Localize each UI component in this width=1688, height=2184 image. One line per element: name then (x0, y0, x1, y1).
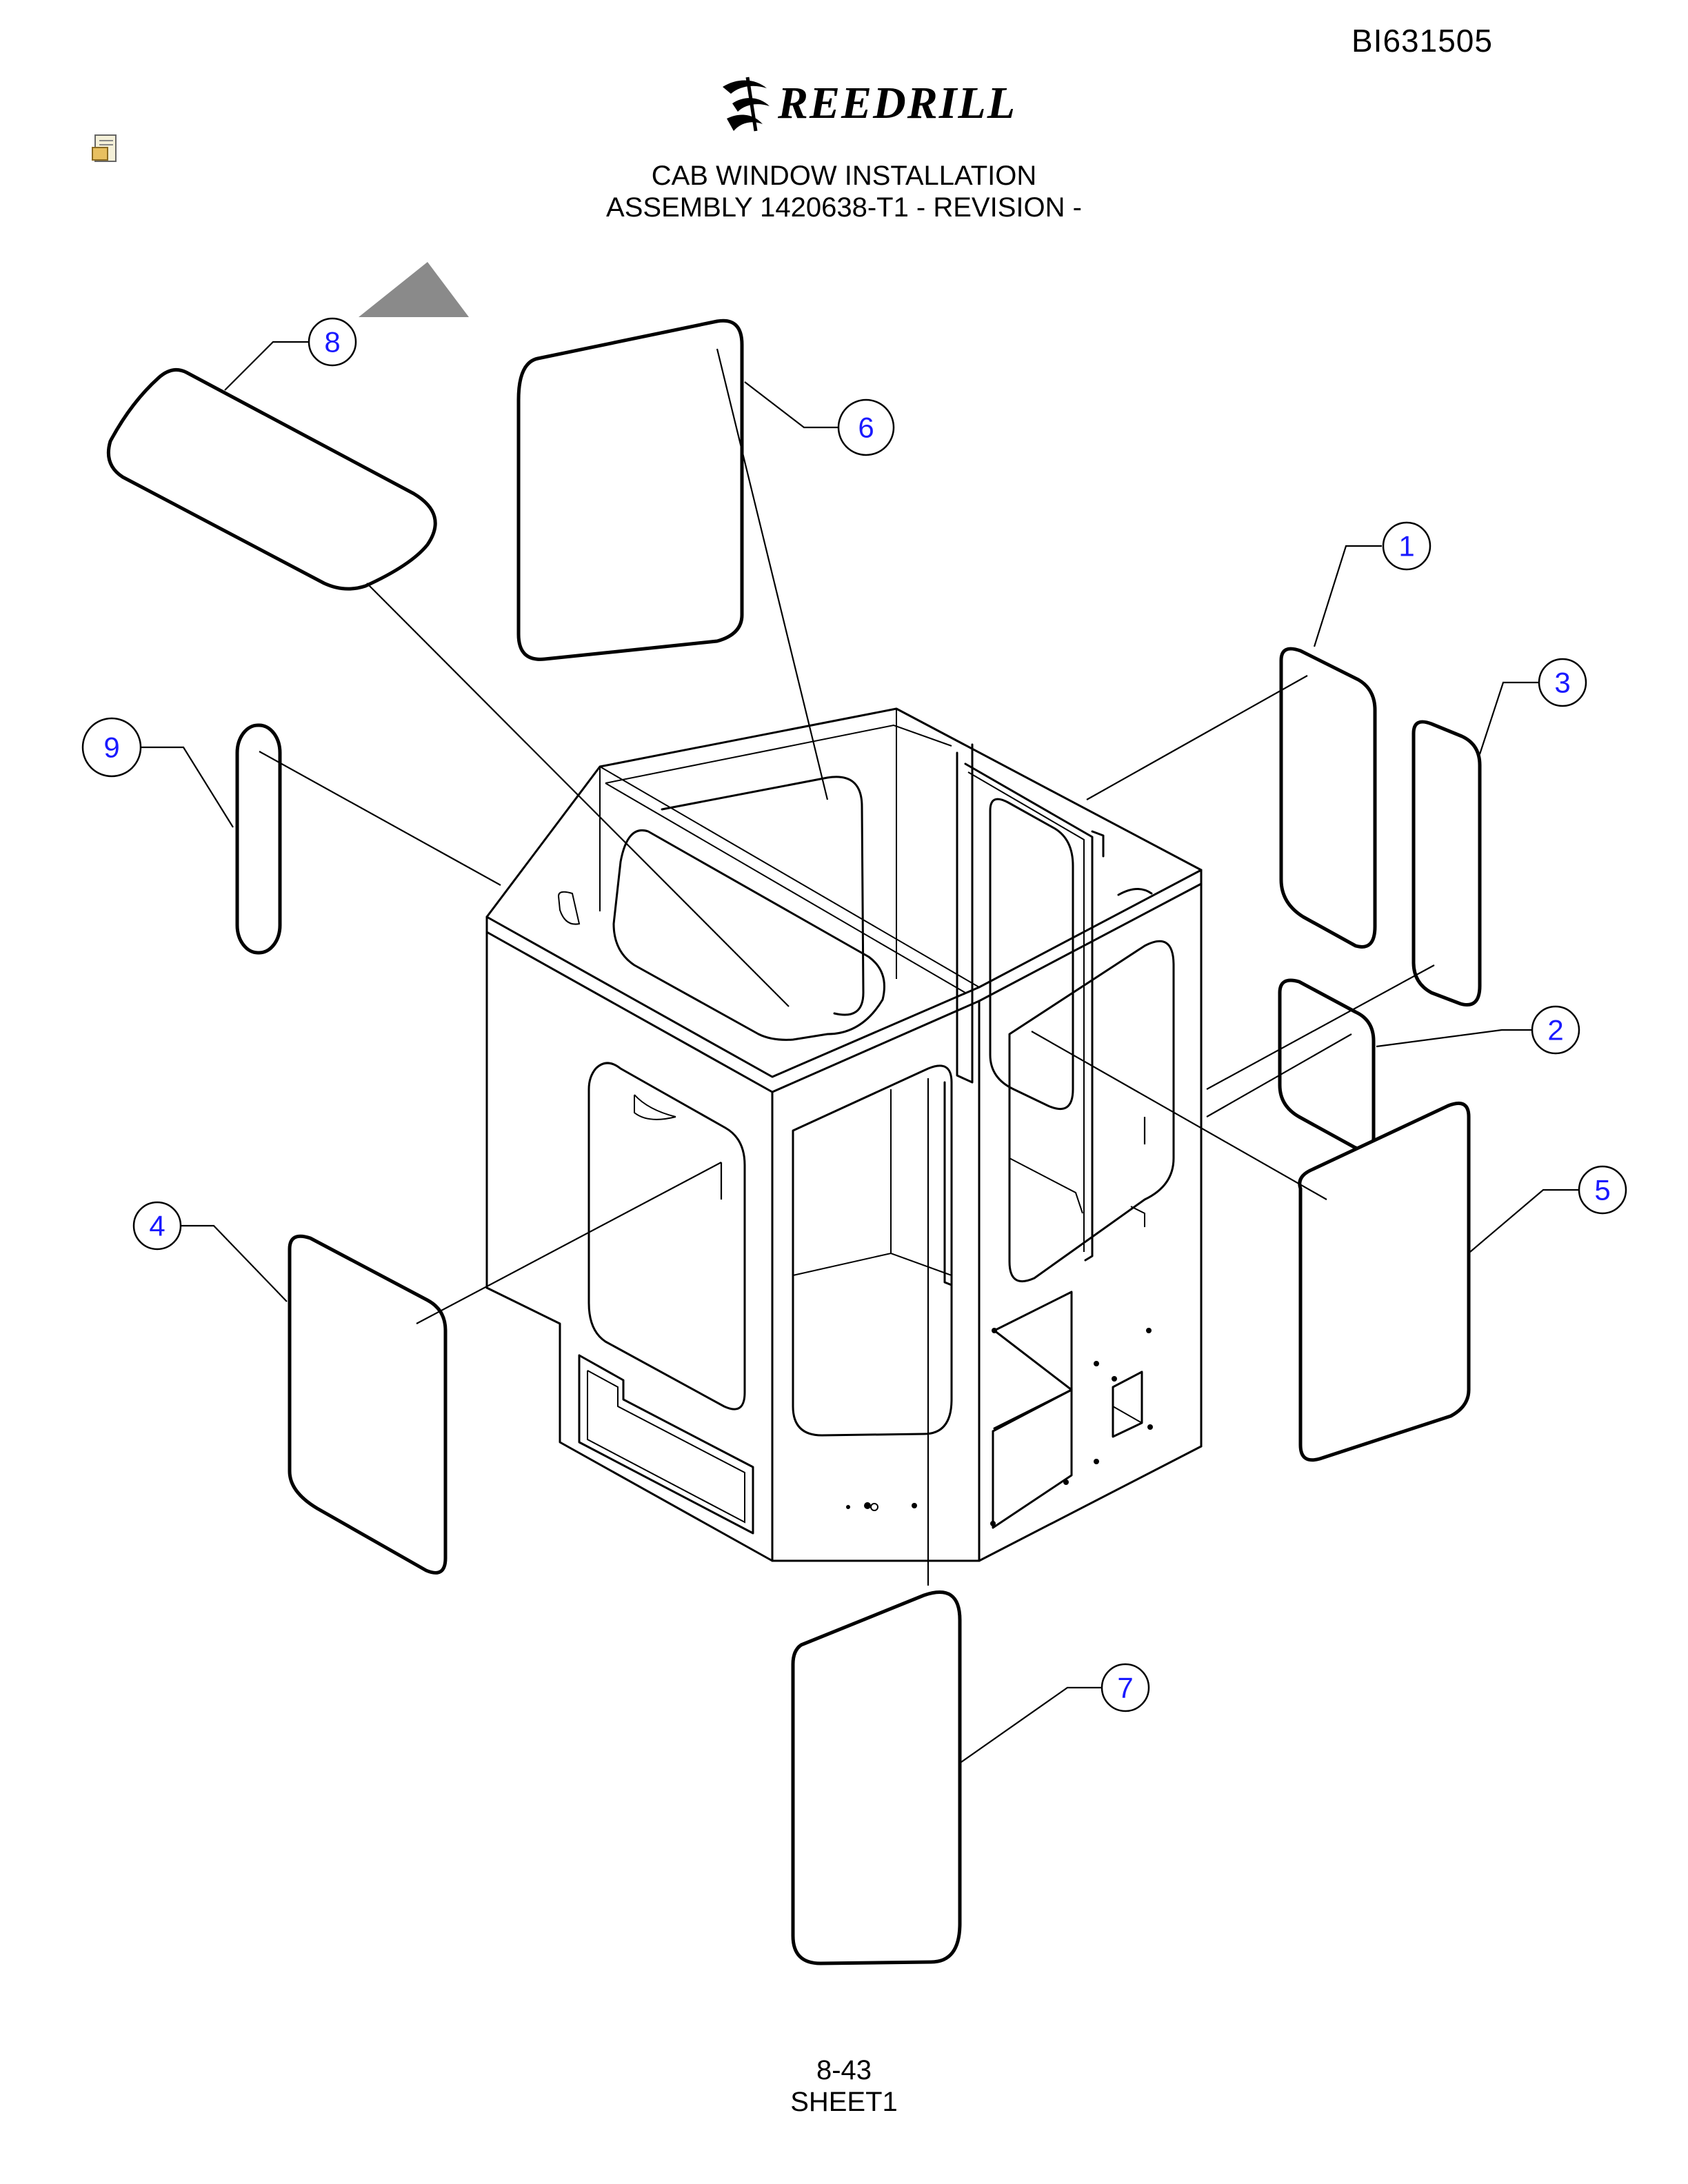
callout-4[interactable]: 4 (132, 1201, 288, 1302)
callout-9[interactable]: 9 (81, 717, 234, 828)
window-panel-4 (288, 1234, 448, 1575)
assembly-lines (259, 348, 1435, 1586)
window-panel-3 (1411, 720, 1482, 1007)
window-panel-6 (516, 318, 744, 661)
window-panel-2 (1278, 978, 1376, 1152)
cab-frame (485, 707, 1203, 1562)
reedrill-logo: REEDRILL (717, 69, 1034, 145)
page-footer: 8-43 SHEET1 (0, 2054, 1688, 2118)
callout-6[interactable]: 6 (744, 381, 895, 456)
svg-text:3: 3 (1554, 667, 1570, 699)
page-number: 8-43 (816, 2055, 872, 2085)
drawing-title: CAB WINDOW INSTALLATION ASSEMBLY 1420638… (0, 160, 1688, 223)
marker-triangle (359, 262, 469, 317)
brand-name: REEDRILL (778, 78, 1017, 128)
callout-7[interactable]: 7 (961, 1663, 1150, 1763)
title-line-1: CAB WINDOW INSTALLATION (651, 161, 1037, 191)
callout-5[interactable]: 5 (1469, 1165, 1627, 1253)
svg-text:8: 8 (324, 326, 340, 358)
svg-text:7: 7 (1117, 1672, 1133, 1704)
svg-text:9: 9 (103, 731, 119, 764)
window-panel-9 (235, 723, 282, 955)
document-icon[interactable] (91, 132, 121, 165)
svg-text:5: 5 (1594, 1174, 1610, 1206)
reedrill-swoosh-icon (723, 77, 770, 132)
window-panel-7 (791, 1590, 962, 1965)
callout-1[interactable]: 1 (1313, 521, 1431, 647)
svg-text:1: 1 (1398, 530, 1414, 563)
callout-3[interactable]: 3 (1478, 658, 1587, 755)
svg-text:2: 2 (1547, 1014, 1563, 1046)
window-panel-5 (1298, 1102, 1471, 1462)
callout-8[interactable]: 8 (224, 317, 357, 391)
window-panels (106, 318, 1482, 1965)
sheet-label: SHEET1 (790, 2087, 898, 2117)
svg-text:4: 4 (149, 1210, 165, 1242)
callout-2[interactable]: 2 (1376, 1005, 1580, 1055)
title-line-2: ASSEMBLY 1420638-T1 - REVISION - (606, 192, 1082, 223)
window-panel-8 (106, 367, 437, 591)
window-panel-1 (1279, 647, 1377, 949)
document-id: BI631505 (1352, 23, 1493, 59)
svg-text:6: 6 (858, 412, 874, 444)
